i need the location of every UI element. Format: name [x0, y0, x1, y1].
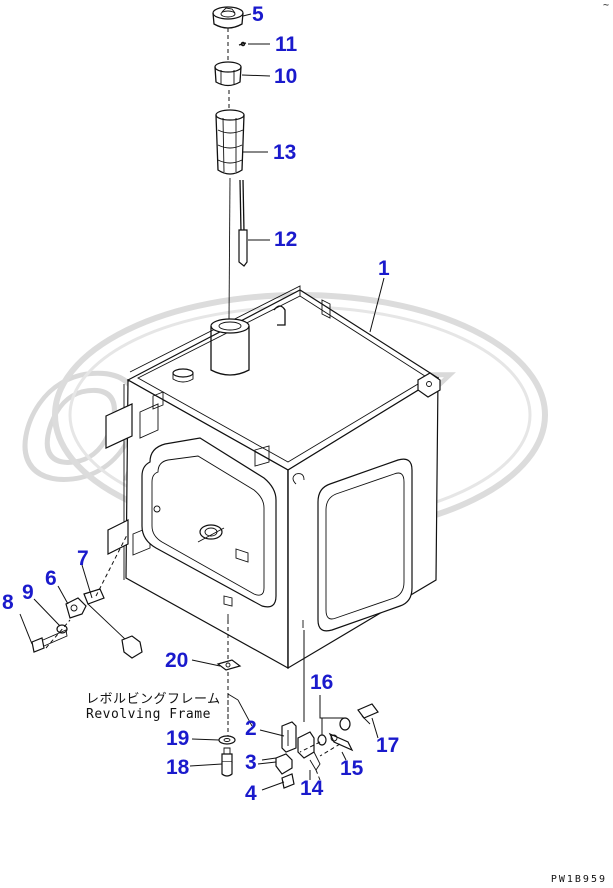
callout-19: 19	[166, 727, 190, 750]
callout-4: 4	[245, 782, 257, 805]
callout-15: 15	[340, 757, 364, 780]
level-gauge-rod	[238, 179, 248, 267]
callout-17: 17	[376, 734, 400, 757]
assembly-axis-mid	[228, 177, 231, 321]
note-japanese: レボルビングフレーム	[86, 692, 221, 707]
assembly-axis-top	[227, 28, 230, 108]
callout-16: 16	[310, 671, 334, 694]
drain-valve-assembly-left	[31, 534, 143, 659]
callout-14: 14	[300, 777, 324, 800]
callout-1: 1	[378, 257, 390, 280]
filler-cap	[212, 6, 244, 29]
fittings-right	[261, 703, 379, 789]
callout-8: 8	[2, 591, 14, 614]
callout-13: 13	[273, 141, 297, 164]
pin	[238, 41, 247, 47]
callout-5: 5	[252, 3, 264, 26]
strainer-ring	[214, 61, 242, 87]
callout-12: 12	[274, 228, 298, 251]
note-english: Revolving Frame	[86, 707, 211, 722]
drawing-id: PW1B959	[550, 874, 607, 885]
leader-lines	[19, 13, 385, 791]
corner-mark: ~	[602, 0, 609, 11]
callout-20: 20	[165, 649, 189, 672]
hydraulic-tank	[105, 285, 441, 670]
callout-11: 11	[275, 33, 298, 56]
callout-2: 2	[245, 717, 257, 740]
callout-10: 10	[274, 65, 298, 88]
callout-9: 9	[22, 581, 34, 604]
revolving-frame-note: レボルビングフレーム Revolving Frame	[86, 692, 221, 722]
callout-18: 18	[166, 756, 190, 779]
strainer	[215, 109, 245, 175]
callout-7: 7	[77, 547, 89, 570]
mounting-parts-left	[216, 614, 253, 777]
callout-6: 6	[45, 567, 57, 590]
callout-3: 3	[245, 751, 257, 774]
